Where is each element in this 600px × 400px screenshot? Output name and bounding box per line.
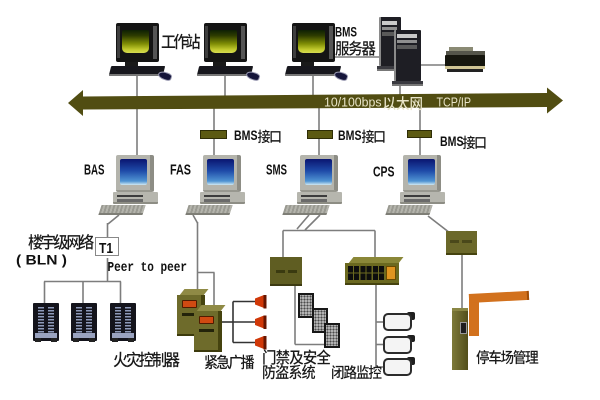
svg-text:TCP/IP: TCP/IP [437,95,472,110]
svg-text:10/100bps: 10/100bps [324,95,382,110]
svg-text:BMS: BMS [338,127,362,143]
svg-text:BMS: BMS [335,24,357,40]
svg-text:FAS: FAS [170,162,191,179]
svg-text:BAS: BAS [84,162,105,179]
svg-text:SMS: SMS [266,162,287,179]
svg-text:( BLN ): ( BLN ) [16,253,67,268]
svg-text:Peer to peer: Peer to peer [108,261,188,276]
svg-text:BMS: BMS [440,133,464,149]
svg-text:T1: T1 [99,241,113,257]
svg-text:CPS: CPS [373,164,395,181]
svg-text:BMS: BMS [234,127,258,143]
